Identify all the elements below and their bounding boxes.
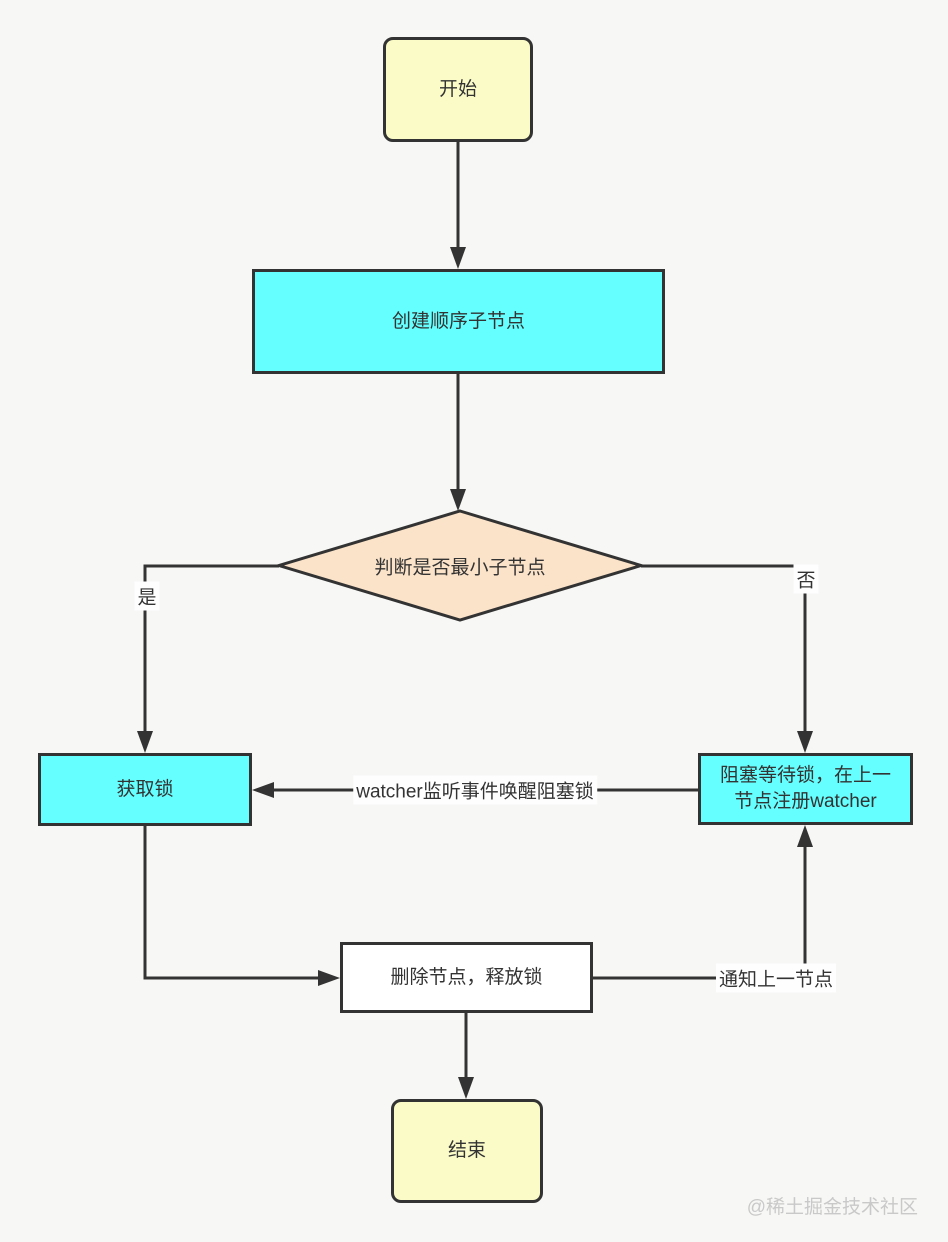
arrowhead-release-block	[797, 825, 813, 847]
watermark: @稀土掘金技术社区	[746, 1197, 918, 1218]
edge-label-no: 否	[793, 564, 819, 594]
edge-decision-block	[641, 564, 807, 733]
edge-label-notify: 通知上一节点	[715, 963, 837, 993]
edge-acquire-release	[143, 826, 318, 980]
node-create: 创建顺序子节点	[252, 269, 665, 374]
arrowhead-start-create	[450, 247, 466, 269]
node-acquire: 获取锁	[38, 753, 252, 826]
node-create-label: 创建顺序子节点	[391, 310, 525, 332]
node-decision-shape	[273, 509, 647, 622]
edge-label-watcher: watcher监听事件唤醒阻塞锁	[353, 775, 597, 805]
arrowhead-block-acquire	[252, 782, 274, 798]
node-release: 删除节点，释放锁	[340, 942, 593, 1013]
node-release-label: 删除节点，释放锁	[390, 966, 543, 988]
edge-release-block	[593, 846, 807, 980]
arrowhead-acquire-release	[318, 970, 340, 986]
node-decision-label: 判断是否最小子节点	[374, 557, 546, 579]
arrowhead-create-decision	[450, 489, 466, 511]
node-start-label: 开始	[438, 78, 477, 100]
edge-decision-acquire	[143, 564, 279, 735]
node-block: 阻塞等待锁，在上一节点注册watcher	[698, 753, 913, 825]
arrowhead-decision-block	[797, 731, 813, 753]
node-end: 结束	[391, 1099, 543, 1203]
node-start: 开始	[383, 37, 533, 142]
edge-label-yes: 是	[134, 581, 160, 611]
node-acquire-label: 获取锁	[116, 778, 174, 800]
node-block-label: 阻塞等待锁，在上一节点注册watcher	[719, 765, 891, 812]
arrowhead-decision-acquire	[137, 731, 153, 753]
node-end-label: 结束	[447, 1140, 486, 1162]
arrowhead-release-end	[458, 1077, 474, 1099]
